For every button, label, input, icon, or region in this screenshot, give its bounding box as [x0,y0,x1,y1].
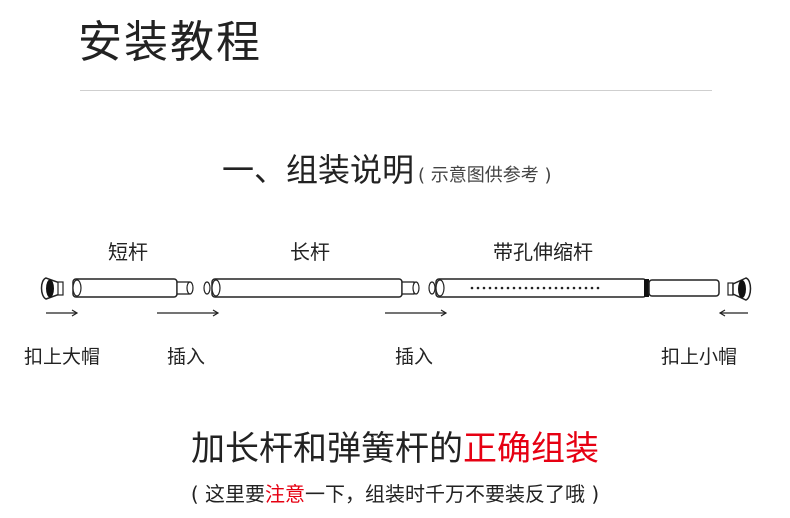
headline: 加长杆和弹簧杆的正确组装 [0,421,790,470]
headline-highlight: 正确组装 [463,429,599,469]
section-heading-text: 一、组装说明 [222,151,415,189]
step-left-cap: 扣上大帽 [24,346,101,368]
title-divider [80,90,712,91]
section-heading: 一、组装说明( 示意图供参考 ) [222,145,552,191]
page-title: 安装教程 [78,17,262,68]
label-long-rod: 长杆 [290,240,330,264]
label-holed-rod: 带孔伸缩杆 [493,240,593,264]
step-right-cap: 扣上小帽 [661,346,738,368]
warning-open: ( 这里要 [190,482,265,506]
holed-rod-icon [428,278,720,298]
warning-rest: 一下，组装时千万不要装反了哦 ) [305,482,600,506]
headline-text: 加长杆和弹簧杆的 [191,429,463,469]
long-rod-icon [203,278,420,298]
small-cap-icon [727,277,752,301]
step-insert-2: 插入 [395,346,434,368]
label-short-rod: 短杆 [108,240,148,264]
arrows [46,309,748,317]
step-insert-1: 插入 [167,346,206,368]
warning-highlight: 注意 [265,482,305,506]
big-cap-icon [40,277,64,300]
warning-note: ( 这里要注意一下，组装时千万不要装反了哦 ) [0,478,790,507]
section-note: ( 示意图供参考 ) [418,165,552,186]
short-rod-icon [72,278,194,298]
